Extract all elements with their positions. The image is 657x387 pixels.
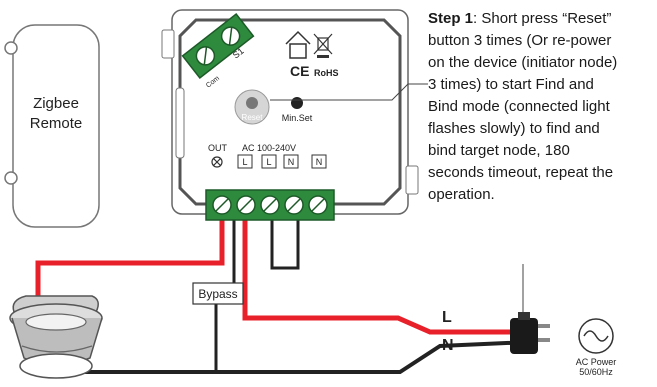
power-plug-icon (510, 264, 550, 354)
min-set-label: Min.Set (282, 113, 313, 123)
instruction-line-1: : Short press “Reset” (473, 10, 612, 27)
instruction-line-9: operation. (428, 186, 495, 203)
zigbee-remote: Zigbee Remote (4, 24, 100, 228)
bypass-label: Bypass (198, 287, 237, 301)
mains-n-label: N (442, 337, 454, 354)
neutral-wire (45, 340, 531, 374)
rohs-label: RoHS (314, 68, 339, 78)
ac-voltage-label: AC 100-240V (242, 143, 296, 153)
weee-bin-icon (313, 33, 333, 58)
reset-label: Reset (242, 113, 264, 122)
instruction-line-6: flashes slowly) to find and (428, 120, 600, 137)
step-1-instruction: Step 1: Short press “Reset” button 3 tim… (428, 8, 657, 258)
live-wire-mains (242, 218, 530, 335)
reset-leader-line (270, 83, 428, 101)
terminal-l2-label: L (266, 157, 271, 167)
ce-mark: CE (290, 63, 309, 79)
instruction-line-7: bind target node, 180 (428, 142, 570, 159)
mains-l-label: L (442, 309, 452, 326)
instruction-line-8: seconds timeout, repeat the (428, 164, 614, 181)
instruction-line-5: Bind mode (connected light (428, 98, 610, 115)
out-label: OUT (208, 143, 228, 153)
ac-power-source-icon: AC Power 50/60Hz (576, 318, 617, 377)
dimmer-device: S1 Com CE RoHS Reset Min.Set OU (161, 9, 428, 221)
instruction-line-2: button 3 times (Or re-power (428, 32, 612, 49)
ac-frequency-label: 50/60Hz (579, 367, 613, 377)
terminal-n2-label: N (316, 157, 323, 167)
lamp-bulb-icon (9, 295, 103, 379)
reset-button[interactable]: Reset (234, 89, 270, 125)
neutral-loop (270, 218, 300, 270)
ac-power-label: AC Power (576, 357, 617, 367)
terminal-l1-label: L (242, 157, 247, 167)
remote-label-line1: Zigbee (33, 95, 79, 112)
bypass-module: Bypass (192, 282, 244, 305)
remote-label-line2: Remote (30, 115, 83, 132)
step-title: Step 1 (428, 10, 474, 27)
indoor-house-icon (285, 30, 311, 59)
bottom-terminal-block (205, 189, 335, 221)
terminal-n1-label: N (288, 157, 295, 167)
out-terminal-icon (211, 156, 223, 168)
instruction-line-3: on the device (initiator node) (428, 54, 618, 71)
instruction-line-4: 3 times) to start Find and (428, 76, 594, 93)
